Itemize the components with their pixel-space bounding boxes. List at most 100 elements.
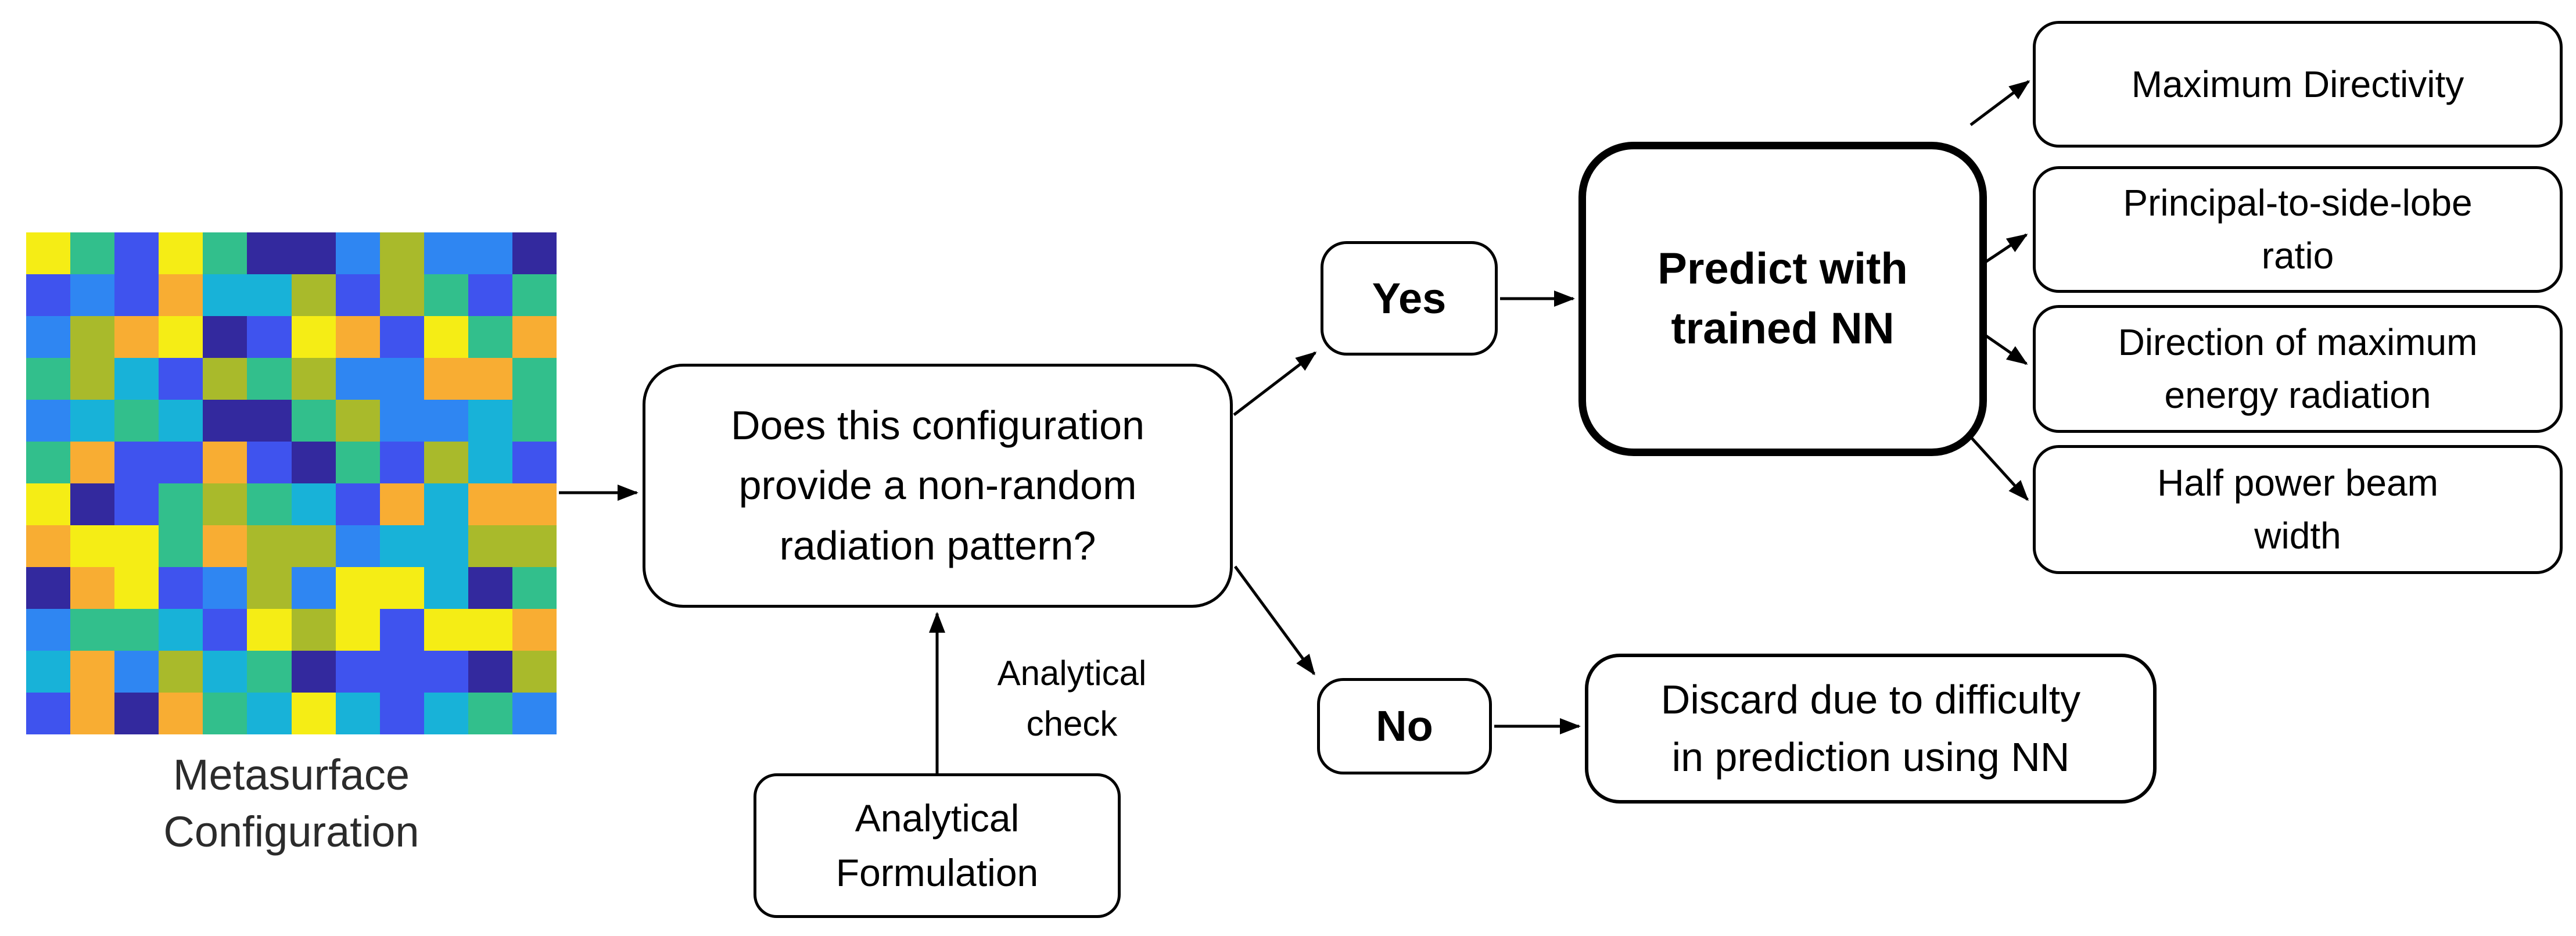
grid-cell xyxy=(203,316,247,358)
grid-cell xyxy=(26,525,71,567)
grid-cell xyxy=(159,483,203,525)
grid-cell xyxy=(247,358,292,400)
grid-cell xyxy=(203,651,247,693)
grid-cell xyxy=(26,567,71,609)
grid-cell xyxy=(379,609,424,651)
grid-cell xyxy=(70,525,115,567)
grid-cell xyxy=(114,651,159,693)
discard-box: Discard due to difficulty in prediction … xyxy=(1585,654,2157,804)
grid-cell xyxy=(159,651,203,693)
grid-cell xyxy=(291,316,336,358)
grid-cell xyxy=(379,567,424,609)
arrow-question-to-no xyxy=(1233,565,1316,676)
grid-cell xyxy=(512,316,557,358)
grid-cell xyxy=(468,400,512,442)
grid-cell xyxy=(159,442,203,483)
grid-cell xyxy=(247,232,292,274)
grid-cell xyxy=(291,693,336,734)
grid-cell xyxy=(335,567,380,609)
grid-cell xyxy=(203,483,247,525)
grid-cell xyxy=(291,483,336,525)
grid-cell xyxy=(335,651,380,693)
grid-cell xyxy=(203,358,247,400)
grid-cell xyxy=(247,483,292,525)
grid-cell xyxy=(291,358,336,400)
grid-cell xyxy=(159,609,203,651)
grid-cell xyxy=(379,400,424,442)
grid-cell xyxy=(512,442,557,483)
grid-cell xyxy=(424,400,468,442)
question-box: Does this configuration provide a non-ra… xyxy=(643,364,1233,608)
grid-cell xyxy=(159,525,203,567)
grid-cell xyxy=(70,358,115,400)
output-max-directivity: Maximum Directivity xyxy=(2033,21,2563,148)
grid-cell xyxy=(114,525,159,567)
grid-cell xyxy=(424,525,468,567)
grid-cell xyxy=(114,232,159,274)
grid-cell xyxy=(291,442,336,483)
grid-cell xyxy=(26,358,71,400)
grid-cell xyxy=(247,316,292,358)
grid-cell xyxy=(291,400,336,442)
grid-cell xyxy=(512,651,557,693)
grid-cell xyxy=(26,693,71,734)
grid-cell xyxy=(247,693,292,734)
grid-cell xyxy=(512,567,557,609)
grid-cell xyxy=(70,232,115,274)
grid-cell xyxy=(70,609,115,651)
analytical-formulation-box: Analytical Formulation xyxy=(754,773,1121,918)
grid-cell xyxy=(379,525,424,567)
grid-cell xyxy=(159,232,203,274)
grid-cell xyxy=(379,358,424,400)
grid-cell xyxy=(247,609,292,651)
predict-box: Predict with trained NN xyxy=(1578,142,1987,456)
metasurface-label: Metasurface Configuration xyxy=(163,751,419,856)
grid-cell xyxy=(335,483,380,525)
grid-cell xyxy=(114,693,159,734)
grid-cell xyxy=(70,651,115,693)
grid-cell xyxy=(468,525,512,567)
grid-cell xyxy=(247,525,292,567)
grid-cell xyxy=(203,609,247,651)
grid-cell xyxy=(159,358,203,400)
grid-cell xyxy=(203,525,247,567)
grid-cell xyxy=(159,567,203,609)
grid-cell xyxy=(70,483,115,525)
arrow-predict-to-max-directivity xyxy=(1969,80,2030,126)
grid-cell xyxy=(335,358,380,400)
grid-cell xyxy=(114,358,159,400)
grid-cell xyxy=(512,400,557,442)
grid-cell xyxy=(424,316,468,358)
grid-cell xyxy=(26,442,71,483)
grid-cell xyxy=(291,567,336,609)
grid-cell xyxy=(26,651,71,693)
grid-cell xyxy=(26,483,71,525)
grid-cell xyxy=(468,609,512,651)
grid-cell xyxy=(291,232,336,274)
grid-cell xyxy=(379,693,424,734)
grid-cell xyxy=(468,358,512,400)
grid-cell xyxy=(379,274,424,316)
grid-cell xyxy=(159,400,203,442)
grid-cell xyxy=(468,232,512,274)
grid-cell xyxy=(335,609,380,651)
grid-cell xyxy=(291,651,336,693)
grid-cell xyxy=(114,274,159,316)
grid-cell xyxy=(247,400,292,442)
grid-cell xyxy=(203,442,247,483)
grid-cell xyxy=(159,274,203,316)
grid-cell xyxy=(379,232,424,274)
grid-cell xyxy=(159,316,203,358)
grid-cell xyxy=(512,525,557,567)
grid-cell xyxy=(379,651,424,693)
grid-cell xyxy=(247,651,292,693)
yes-box: Yes xyxy=(1321,241,1498,356)
grid-cell xyxy=(114,483,159,525)
metasurface-grid xyxy=(26,232,557,734)
output-half-power-beam-width: Half power beam width xyxy=(2033,445,2563,574)
grid-cell xyxy=(26,274,71,316)
grid-cell xyxy=(114,400,159,442)
grid-cell xyxy=(379,442,424,483)
grid-cell xyxy=(114,442,159,483)
